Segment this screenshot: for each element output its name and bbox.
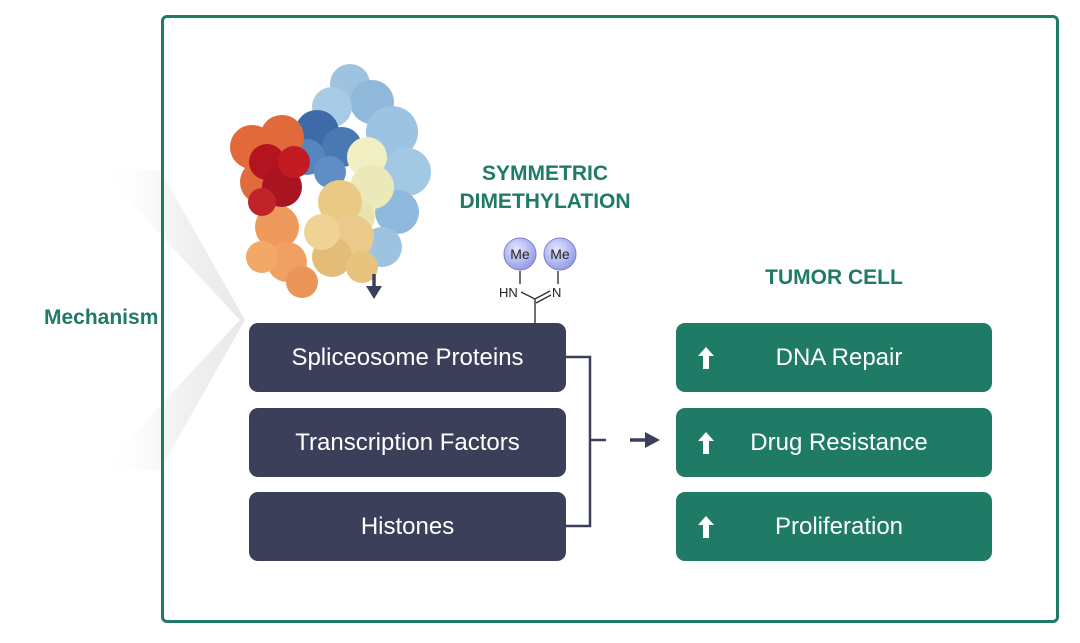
methyl-sphere-right <box>543 237 577 271</box>
hn-label: HN <box>499 285 518 300</box>
outcome-box-dna-repair: DNA Repair <box>676 323 992 392</box>
right-arrow-icon <box>630 432 660 448</box>
methyl-sphere-left <box>503 237 537 271</box>
protein-subunit-dark-blue <box>289 110 362 188</box>
outcome-label: Drug Resistance <box>750 428 928 456</box>
methyl-label-left: Me <box>510 246 530 262</box>
substrate-box-spliceosome: Spliceosome Proteins <box>249 323 566 392</box>
protein-subunit-orange <box>230 115 318 298</box>
n-label: N <box>552 285 561 300</box>
down-arrow-icon <box>366 274 382 299</box>
mechanism-panel <box>161 15 1059 623</box>
tumor-cell-title: TUMOR CELL <box>765 266 903 289</box>
side-label: Mechanism <box>44 306 159 329</box>
outcome-box-drug-resistance: Drug Resistance <box>676 408 992 477</box>
substrate-label: Histones <box>360 512 455 540</box>
substrate-label: Transcription Factors <box>295 428 520 456</box>
outcome-box-proliferation: Proliferation <box>676 492 992 561</box>
protein-subunit-red <box>248 144 310 216</box>
substrate-box-transcription-factors: Transcription Factors <box>249 408 566 477</box>
substrate-box-histones: Histones <box>249 492 566 561</box>
outcome-label: DNA Repair <box>775 343 903 371</box>
background-chevron <box>100 170 245 470</box>
methyl-label-right: Me <box>550 246 570 262</box>
up-arrow-icon <box>698 516 714 538</box>
substrate-bracket <box>566 355 592 528</box>
up-arrow-icon <box>698 432 714 454</box>
dimethyl-arginine-structure: Me Me HN N <box>499 237 577 324</box>
protein-structure-illustration <box>230 64 431 298</box>
process-title: SYMMETRIC DIMETHYLATION <box>459 162 631 213</box>
outcome-label: Proliferation <box>774 512 904 540</box>
protein-subunit-gold <box>304 180 378 283</box>
up-arrow-icon <box>698 347 714 369</box>
substrate-label: Spliceosome Proteins <box>291 343 524 371</box>
